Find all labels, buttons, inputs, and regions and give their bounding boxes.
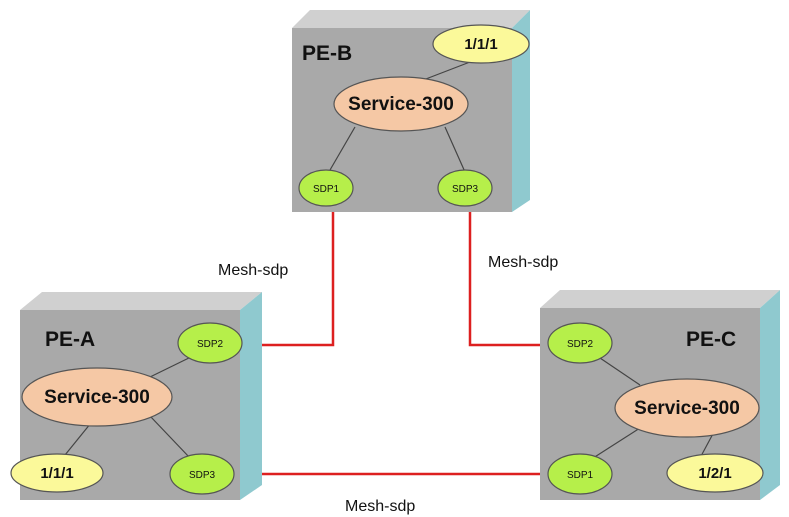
router-pe-b: PE-B 1/1/1 Service-300 SDP1 SDP3 xyxy=(292,10,530,212)
mesh-links xyxy=(235,210,552,476)
router-pe-c: PE-C SDP2 Service-300 SDP1 1/2/1 xyxy=(540,290,780,500)
service-ellipse xyxy=(333,76,469,132)
mesh-sdp-label-ac: Mesh-sdp xyxy=(345,498,415,515)
mesh-sdp-label-ab: Mesh-sdp xyxy=(218,262,288,279)
service-label: Service-300 xyxy=(634,398,740,419)
sdp-label: SDP3 xyxy=(452,184,479,195)
port-label: 1/2/1 xyxy=(698,465,731,482)
sdp-label: SDP1 xyxy=(567,470,594,481)
sdp-node xyxy=(547,453,613,495)
sdp-node xyxy=(547,322,613,364)
service-label: Service-300 xyxy=(44,387,150,408)
mesh-sdp-label-bc: Mesh-sdp xyxy=(488,254,558,271)
service-label: Service-300 xyxy=(348,94,454,115)
port-ellipse xyxy=(10,453,104,493)
router-name: PE-B xyxy=(302,42,352,65)
box-top xyxy=(540,290,780,308)
router-pe-a: PE-A SDP2 Service-300 1/1/1 SDP3 xyxy=(10,292,262,500)
link-pe-a-pe-b xyxy=(245,210,335,347)
router-name: PE-A xyxy=(45,328,95,351)
sdp-node xyxy=(169,453,235,495)
service-ellipse xyxy=(21,367,173,427)
port-label: 1/1/1 xyxy=(40,465,73,482)
box-side xyxy=(240,292,262,500)
service-ellipse xyxy=(614,378,760,438)
sdp-node xyxy=(437,169,493,207)
sdp-label: SDP2 xyxy=(197,339,224,350)
router-name: PE-C xyxy=(686,328,736,351)
box-side xyxy=(760,290,780,500)
box-top xyxy=(292,10,530,28)
port-ellipse xyxy=(432,24,530,64)
port-label: 1/1/1 xyxy=(464,36,497,53)
box-top xyxy=(20,292,262,310)
sdp-label: SDP3 xyxy=(189,470,216,481)
sdp-node xyxy=(298,169,354,207)
link-pe-b-pe-c xyxy=(468,210,552,347)
sdp-label: SDP1 xyxy=(313,184,340,195)
port-ellipse xyxy=(666,453,764,493)
sdp-node xyxy=(177,322,243,364)
sdp-label: SDP2 xyxy=(567,339,594,350)
box-side xyxy=(512,10,530,212)
